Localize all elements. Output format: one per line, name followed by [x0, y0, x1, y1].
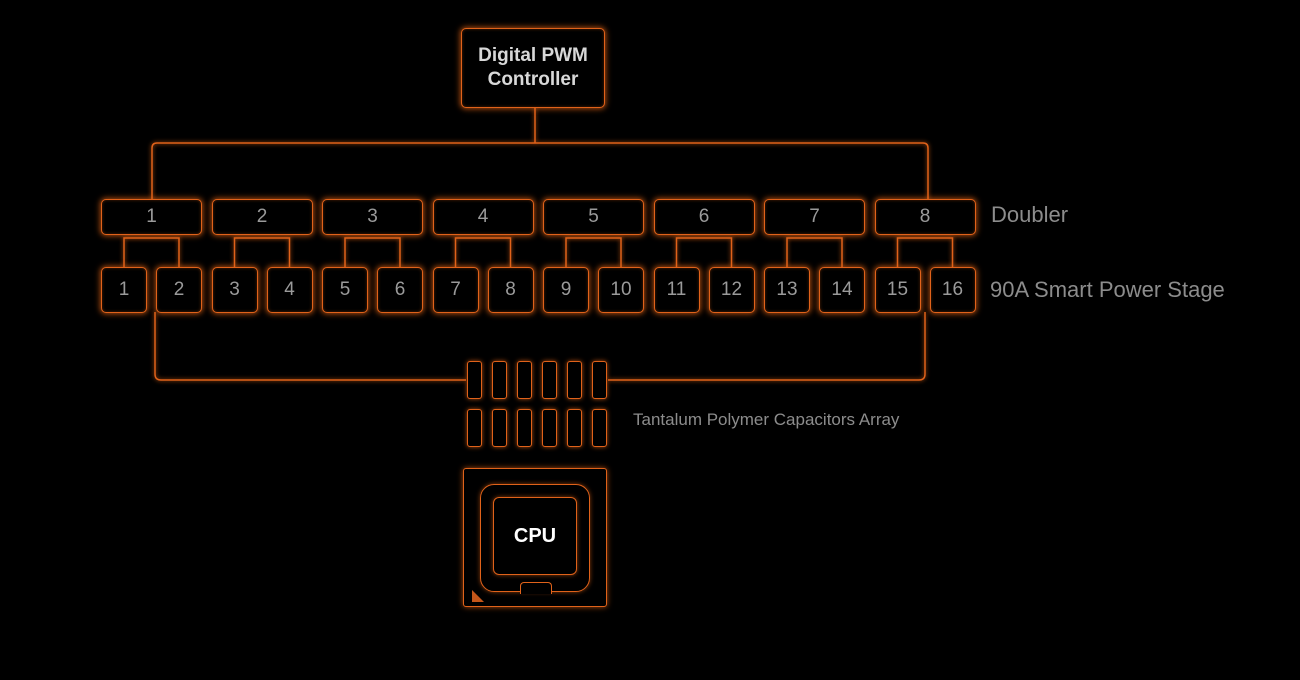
- power-stage-number: 16: [941, 279, 964, 300]
- power-stage-number: 2: [173, 279, 185, 300]
- doubler-branch-8: [896, 237, 954, 267]
- power-stage-number: 13: [776, 279, 798, 300]
- doubler-label: Doubler: [991, 202, 1069, 227]
- capacitor: [492, 409, 507, 447]
- doubler-branch-7: [786, 237, 843, 267]
- capacitor: [492, 361, 507, 399]
- pwm-controller: Digital PWM Controller: [461, 28, 605, 108]
- power-stage-12: 12: [708, 267, 755, 313]
- power-stage-number: 9: [560, 279, 572, 300]
- doubler-1: 1: [101, 199, 202, 235]
- capacitor: [542, 409, 557, 447]
- pwm-controller-line1: Digital PWM: [478, 45, 588, 66]
- doubler-number: 7: [809, 206, 820, 227]
- capacitor: [467, 361, 482, 399]
- power-stage-8: 8: [487, 267, 534, 313]
- capacitor: [517, 361, 532, 399]
- power-stage-10: 10: [598, 267, 644, 313]
- doubler-branch-1: [123, 237, 180, 267]
- power-stage-14: 14: [819, 267, 865, 313]
- doubler-number: 4: [477, 206, 489, 227]
- power-stage-9: 9: [543, 267, 589, 313]
- power-stage-number: 5: [339, 279, 351, 300]
- capacitor: [567, 409, 582, 447]
- capacitor: [567, 361, 582, 399]
- power-stage-1: 1: [101, 267, 147, 313]
- capacitor: [542, 361, 557, 399]
- doubler-number: 3: [367, 206, 378, 227]
- doubler-2: 2: [211, 199, 313, 235]
- doubler-number: 1: [146, 206, 157, 227]
- power-stage-number: 15: [886, 279, 909, 300]
- capacitor-label: Tantalum Polymer Capacitors Array: [633, 410, 900, 429]
- power-stage-number: 4: [284, 279, 295, 300]
- power-stage-number: 11: [666, 279, 687, 300]
- doubler-8: 8: [874, 199, 976, 235]
- doubler-branch-6: [675, 237, 733, 267]
- power-stage-4: 4: [266, 267, 313, 313]
- power-stage-number: 14: [831, 279, 853, 300]
- doubler-number: 6: [698, 206, 710, 227]
- power-stage-11: 11: [653, 267, 700, 313]
- cpu-die: CPU: [493, 497, 577, 575]
- doubler-4: 4: [432, 199, 534, 235]
- pwm-controller-line2: Controller: [487, 69, 579, 90]
- doubler-branch-2: [233, 237, 291, 267]
- power-stage-number: 3: [229, 279, 240, 300]
- doubler-number: 5: [588, 206, 599, 227]
- doubler-6: 6: [653, 199, 755, 235]
- cpu-notch: [520, 582, 552, 594]
- doubler-number: 8: [919, 206, 931, 227]
- capacitor: [517, 409, 532, 447]
- doubler-7: 7: [764, 199, 865, 235]
- power-stage-7: 7: [432, 267, 479, 313]
- capacitor: [592, 361, 607, 399]
- power-stage-number: 12: [720, 279, 743, 300]
- power-stage-label: 90A Smart Power Stage: [990, 277, 1225, 302]
- capacitor: [592, 409, 607, 447]
- doubler-number: 2: [256, 206, 268, 227]
- capacitor: [467, 409, 482, 447]
- cpu-pin1-marker: [472, 590, 484, 602]
- cpu-label: CPU: [513, 524, 557, 547]
- power-stage-15: 15: [874, 267, 921, 313]
- doubler-3: 3: [322, 199, 423, 235]
- doubler-branch-4: [454, 237, 512, 267]
- power-stage-16: 16: [929, 267, 976, 313]
- power-stage-3: 3: [211, 267, 258, 313]
- power-stage-number: 7: [450, 279, 461, 300]
- doubler-branch-3: [344, 237, 401, 267]
- power-stage-number: 10: [610, 279, 632, 300]
- power-stage-5: 5: [322, 267, 368, 313]
- doubler-5: 5: [543, 199, 644, 235]
- power-stage-13: 13: [764, 267, 810, 313]
- power-stage-number: 1: [118, 279, 130, 300]
- power-stage-number: 8: [505, 279, 516, 300]
- doubler-branch-5: [565, 237, 622, 267]
- power-stage-6: 6: [377, 267, 423, 313]
- power-stage-2: 2: [156, 267, 202, 313]
- power-stage-number: 6: [394, 279, 406, 300]
